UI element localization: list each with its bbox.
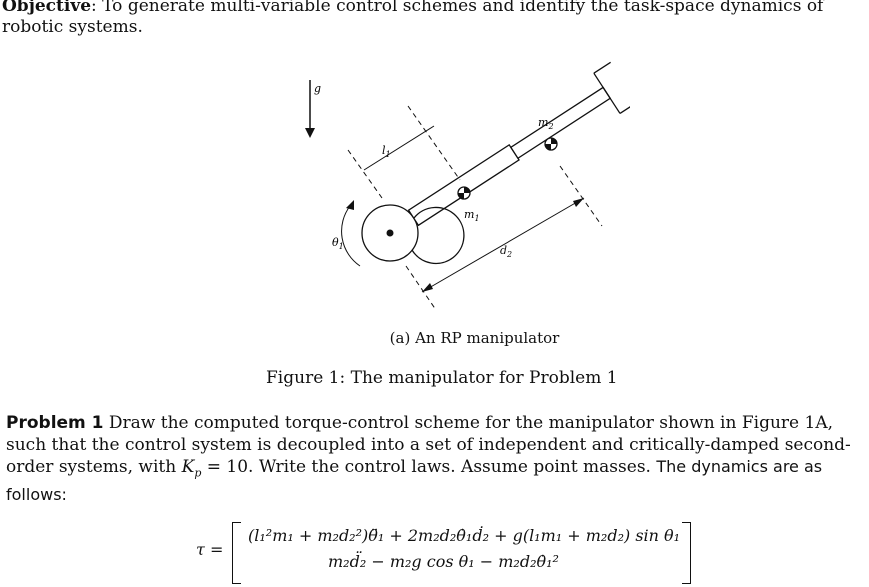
base-joint: [361, 204, 419, 262]
link-2: [509, 86, 612, 160]
theta1-label: θ1: [332, 236, 344, 251]
gripper-base: [593, 72, 621, 114]
objective-paragraph: Objective: To generate multi-variable co…: [2, 0, 864, 38]
theta1-arc: [341, 205, 361, 267]
gravity-arrowhead: [305, 128, 315, 138]
objective-text: : To generate multi-variable control sch…: [2, 0, 824, 37]
mass-1-fill: [458, 187, 470, 199]
gravity-label: g: [314, 82, 321, 95]
rp-manipulator-figure: g m1 m2 l1: [290, 40, 638, 340]
mass-2-fill: [545, 138, 557, 150]
l1-label: l1: [382, 144, 391, 159]
problem-label: Problem 1: [6, 413, 104, 433]
rp-manipulator-diagram: g m1 m2 l1: [305, 61, 638, 311]
equation-lhs: τ =: [196, 540, 224, 559]
objective-label: Objective: [2, 0, 92, 16]
dash-l1-start: [347, 149, 383, 199]
figure-caption: Figure 1: The manipulator for Problem 1: [266, 368, 618, 388]
gripper-finger-bottom: [619, 102, 638, 114]
gripper-finger-top: [593, 61, 611, 74]
m2-label: m2: [538, 116, 554, 131]
dash-d2-end: [559, 165, 603, 227]
problem-text-a: Draw the computed torque-control scheme …: [6, 413, 851, 477]
l1-dimension-line: [363, 125, 435, 171]
dash-l1-end: [407, 105, 461, 181]
base-joint-outline: [411, 206, 465, 265]
dynamics-equation: τ = (l₁²m₁ + m₂d₂²)θ̈₁ + 2m₂d₂θ̇₁ḋ₂ + g(…: [196, 520, 696, 586]
d2-arrowhead-start: [422, 283, 433, 292]
problem-text-b: = 10. Write the control laws. Assume poi…: [201, 457, 657, 477]
left-bracket: [232, 522, 241, 584]
d2-arrowhead-end: [573, 198, 584, 207]
equation-row-1: (l₁²m₁ + m₂d₂²)θ̈₁ + 2m₂d₂θ̇₁ḋ₂ + g(l₁m₁…: [248, 526, 681, 545]
dynamics-intro: The dynamics are as follows:: [6, 457, 823, 505]
figure-subcaption: (a) An RP manipulator: [389, 329, 560, 347]
m1-label: m1: [464, 208, 480, 223]
d2-dimension-line: [421, 197, 585, 293]
right-bracket: [682, 522, 691, 584]
problem-paragraph: Problem 1 Draw the computed torque-contr…: [6, 412, 861, 506]
theta1-arrowhead: [346, 200, 354, 210]
kp-symbol: Kp: [181, 457, 202, 480]
d2-label: d2: [500, 244, 512, 259]
equation-row-2: m₂d̈₂ − m₂g cos θ₁ − m₂d₂θ̇₁²: [328, 552, 559, 571]
base-pivot: [386, 229, 394, 237]
